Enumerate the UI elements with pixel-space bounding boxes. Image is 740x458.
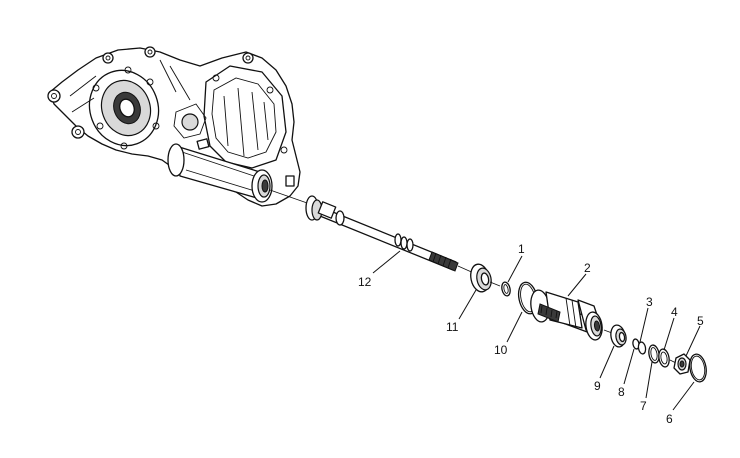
- coupler-part-2: [530, 289, 603, 341]
- seal-part-11: [470, 263, 492, 293]
- callout-labels: 12 11 1 10 2 3 4 5 9 8 7 6: [358, 242, 704, 426]
- nut-part-5: [673, 353, 691, 375]
- callout-9: 9: [594, 379, 601, 393]
- washer-part-3: [637, 341, 647, 355]
- transmission-housing: [47, 46, 301, 207]
- output-shaft: [269, 189, 459, 272]
- callout-5: 5: [697, 314, 704, 328]
- snap-ring-part-1: [501, 281, 511, 297]
- leader-lines: [372, 250, 701, 411]
- callout-12: 12: [358, 275, 372, 289]
- o-ring-part-6: [689, 353, 707, 383]
- bearing-part-9: [610, 324, 627, 348]
- callout-8: 8: [618, 385, 625, 399]
- callout-4: 4: [671, 305, 678, 319]
- callout-2: 2: [584, 261, 591, 275]
- callout-7: 7: [640, 399, 647, 413]
- callout-11: 11: [446, 320, 459, 334]
- callout-1: 1: [518, 242, 525, 256]
- spacer-part-4: [658, 348, 670, 368]
- callout-6: 6: [666, 412, 673, 426]
- callout-10: 10: [494, 343, 508, 357]
- callout-3: 3: [646, 295, 653, 309]
